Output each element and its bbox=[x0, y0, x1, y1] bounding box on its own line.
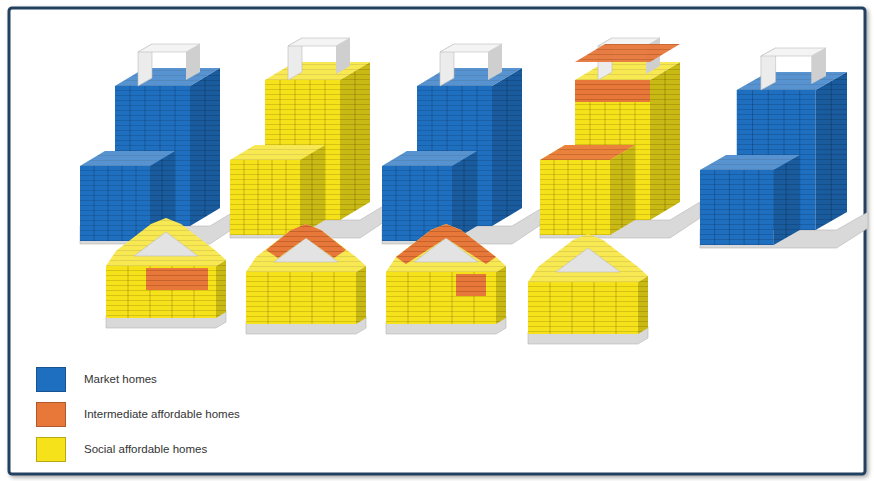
legend-item: Social affordable homes bbox=[36, 436, 240, 462]
legend-label: Market homes bbox=[84, 373, 157, 385]
legend-item: Market homes bbox=[36, 366, 240, 392]
legend-swatch bbox=[36, 437, 66, 462]
legend-swatch bbox=[36, 367, 66, 392]
legend-label: Intermediate affordable homes bbox=[84, 408, 240, 420]
legend-item: Intermediate affordable homes bbox=[36, 401, 240, 427]
legend: Market homesIntermediate affordable home… bbox=[36, 366, 240, 471]
legend-swatch bbox=[36, 402, 66, 427]
legend-label: Social affordable homes bbox=[84, 443, 207, 455]
